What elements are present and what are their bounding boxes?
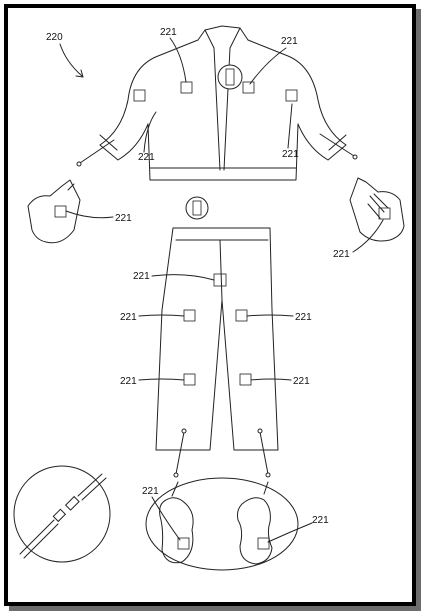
left-glove-outline xyxy=(27,179,81,244)
right-leg-lead xyxy=(259,431,269,475)
leader-pants-right-thigh xyxy=(246,314,294,317)
jacket-right-cuff xyxy=(328,134,347,151)
leader-jacket-right-chest xyxy=(249,47,287,85)
left-insole-lead xyxy=(171,481,179,497)
callouts: 221 221 221 221 221 221 221 221 221 221 … xyxy=(65,27,384,543)
connector-detail xyxy=(13,465,111,563)
right-glove-outline xyxy=(349,177,405,242)
label-pants-left-thigh: 221 xyxy=(120,312,137,323)
right-insole xyxy=(237,497,273,565)
left-insole xyxy=(159,497,194,564)
left-leg-connector-top xyxy=(181,428,187,434)
jacket-battery-pack xyxy=(217,64,243,90)
left-glove-heater xyxy=(54,205,67,218)
ref-arrow-head xyxy=(75,69,84,78)
connector-cable-a xyxy=(19,519,55,555)
connector-socket xyxy=(64,495,80,511)
pants-heater-right-knee xyxy=(239,373,252,386)
leader-jacket-left-chest xyxy=(169,37,187,83)
jacket-heater-left-chest xyxy=(180,81,193,94)
jacket-left-collar-placket xyxy=(197,29,221,171)
leader-right-insole xyxy=(267,522,313,543)
left-sleeve-connector xyxy=(76,161,82,167)
pants-heater-left-thigh xyxy=(183,309,196,322)
label-pants-right-knee: 221 xyxy=(293,376,310,387)
leader-jacket-right-sleeve xyxy=(287,103,293,149)
figure-ref-numeral: 220 xyxy=(46,32,63,43)
jacket-heater-right-chest xyxy=(242,81,255,94)
pants-heater-right-thigh xyxy=(235,309,248,322)
leader-pants-front xyxy=(151,274,215,281)
connector-cable-c xyxy=(77,473,103,497)
leader-right-glove xyxy=(352,219,384,253)
right-glove-heater xyxy=(378,207,391,220)
label-left-glove: 221 xyxy=(115,213,132,224)
label-jacket-left-sleeve: 221 xyxy=(138,152,155,163)
label-pants-front: 221 xyxy=(133,271,150,282)
right-sleeve-connector xyxy=(352,154,358,160)
leader-pants-right-knee xyxy=(250,378,292,381)
jacket-collar-top xyxy=(204,25,241,31)
left-insole-heater xyxy=(177,537,190,550)
right-insole-lead xyxy=(263,481,269,495)
left-leg-connector-bottom xyxy=(173,472,179,478)
pants-heater-left-knee xyxy=(183,373,196,386)
pants xyxy=(155,196,279,478)
right-insole-heater xyxy=(257,537,270,550)
connector-detail-circle xyxy=(13,465,111,563)
label-right-glove: 221 xyxy=(333,249,350,260)
right-glove-grip xyxy=(367,193,389,219)
label-pants-right-thigh: 221 xyxy=(295,312,312,323)
connector-cable-b xyxy=(23,523,59,559)
pants-fly xyxy=(219,239,223,301)
leader-pants-left-knee xyxy=(138,378,185,381)
connector-plug xyxy=(52,508,67,523)
pants-outline xyxy=(155,227,279,451)
right-leg-connector-bottom xyxy=(265,472,271,478)
jacket-right-collar-placket xyxy=(223,27,249,171)
pants-battery-pack xyxy=(185,196,209,220)
ref-arrow-shaft xyxy=(59,43,83,77)
jacket-body xyxy=(147,123,299,181)
jacket-left-shoulder-sleeve xyxy=(99,39,199,146)
left-glove xyxy=(27,179,81,244)
pants-battery-cell xyxy=(192,200,202,216)
jacket-heater-right-sleeve xyxy=(285,89,298,102)
label-jacket-right-chest: 221 xyxy=(281,36,298,47)
jacket-battery-cell xyxy=(225,68,235,86)
right-sleeve-lead xyxy=(319,133,355,157)
leader-left-glove xyxy=(65,210,114,219)
jacket-right-shoulder-sleeve xyxy=(247,39,347,146)
jacket-left-cuff xyxy=(99,134,118,151)
insoles-group xyxy=(145,477,299,571)
leader-jacket-left-sleeve xyxy=(143,111,157,153)
left-sleeve-lead xyxy=(79,139,115,164)
pants-heater-front xyxy=(213,273,227,287)
jacket-heater-left-sleeve xyxy=(133,89,146,102)
label-jacket-right-sleeve: 221 xyxy=(282,149,299,160)
insoles-callout-ellipse xyxy=(145,477,299,571)
label-right-insole: 221 xyxy=(312,515,329,526)
left-leg-lead xyxy=(175,431,185,475)
right-leg-connector-top xyxy=(257,428,263,434)
left-glove-cuff-detail xyxy=(67,183,75,191)
jacket xyxy=(76,25,358,181)
leader-pants-left-thigh xyxy=(138,314,185,317)
label-jacket-left-chest: 221 xyxy=(160,27,177,38)
label-pants-left-knee: 221 xyxy=(120,376,137,387)
label-left-insole: 221 xyxy=(142,486,159,497)
connector-cable-d xyxy=(81,477,107,501)
jacket-right-sleeve-lower xyxy=(297,123,347,161)
leader-left-insole xyxy=(151,496,181,541)
right-glove xyxy=(349,177,405,242)
jacket-left-sleeve-lower xyxy=(99,123,149,161)
